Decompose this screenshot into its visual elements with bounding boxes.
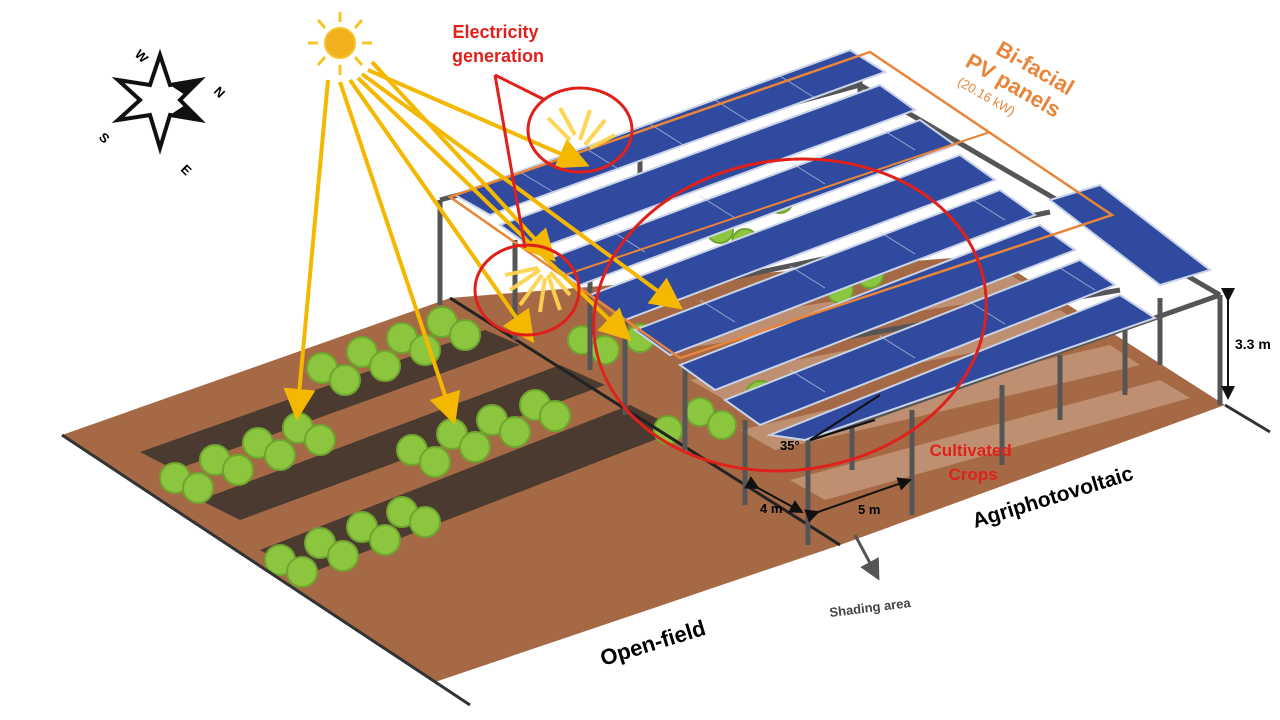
sun-icon bbox=[308, 12, 372, 75]
cultivated-label: Cultivated Crops bbox=[930, 441, 1017, 484]
electricity-highlight-top bbox=[526, 86, 634, 174]
electricity-callout bbox=[493, 73, 546, 249]
electricity-label: Electricity generation bbox=[452, 22, 544, 66]
compass-s: S bbox=[96, 130, 113, 147]
crops-open-field bbox=[159, 306, 571, 588]
pv-cell-grid bbox=[519, 75, 1096, 393]
compass-n: N bbox=[211, 84, 228, 101]
compass-e: E bbox=[178, 162, 195, 179]
shading-stripe bbox=[790, 380, 1190, 500]
width-5m-dimension bbox=[804, 477, 912, 523]
sun-rays bbox=[283, 60, 683, 426]
open-field-label: Open-field bbox=[597, 615, 708, 671]
electricity-highlight-bottom bbox=[473, 243, 581, 337]
width-4m-dimension bbox=[744, 476, 804, 513]
angle-label: 35° bbox=[780, 438, 800, 453]
width-5m-label: 5 m bbox=[858, 502, 880, 517]
cultivated-crops-highlight bbox=[592, 157, 988, 473]
shading-pointer bbox=[853, 534, 880, 581]
ground-edge bbox=[61, 433, 471, 707]
pv-panels bbox=[452, 48, 1213, 442]
angle-line bbox=[809, 394, 881, 441]
pv-panels-outline bbox=[447, 50, 1115, 360]
shading-label: Shading area bbox=[829, 595, 913, 620]
angle-base bbox=[809, 419, 876, 441]
compass-icon: W N S E bbox=[96, 47, 228, 179]
compass-w: W bbox=[132, 47, 152, 67]
width-4m-label: 4 m bbox=[760, 501, 782, 516]
ground-edge bbox=[1224, 403, 1271, 434]
reflection-rays bbox=[504, 107, 616, 313]
pv-panels-divider bbox=[564, 131, 991, 276]
height-label: 3.3 m bbox=[1235, 336, 1271, 352]
